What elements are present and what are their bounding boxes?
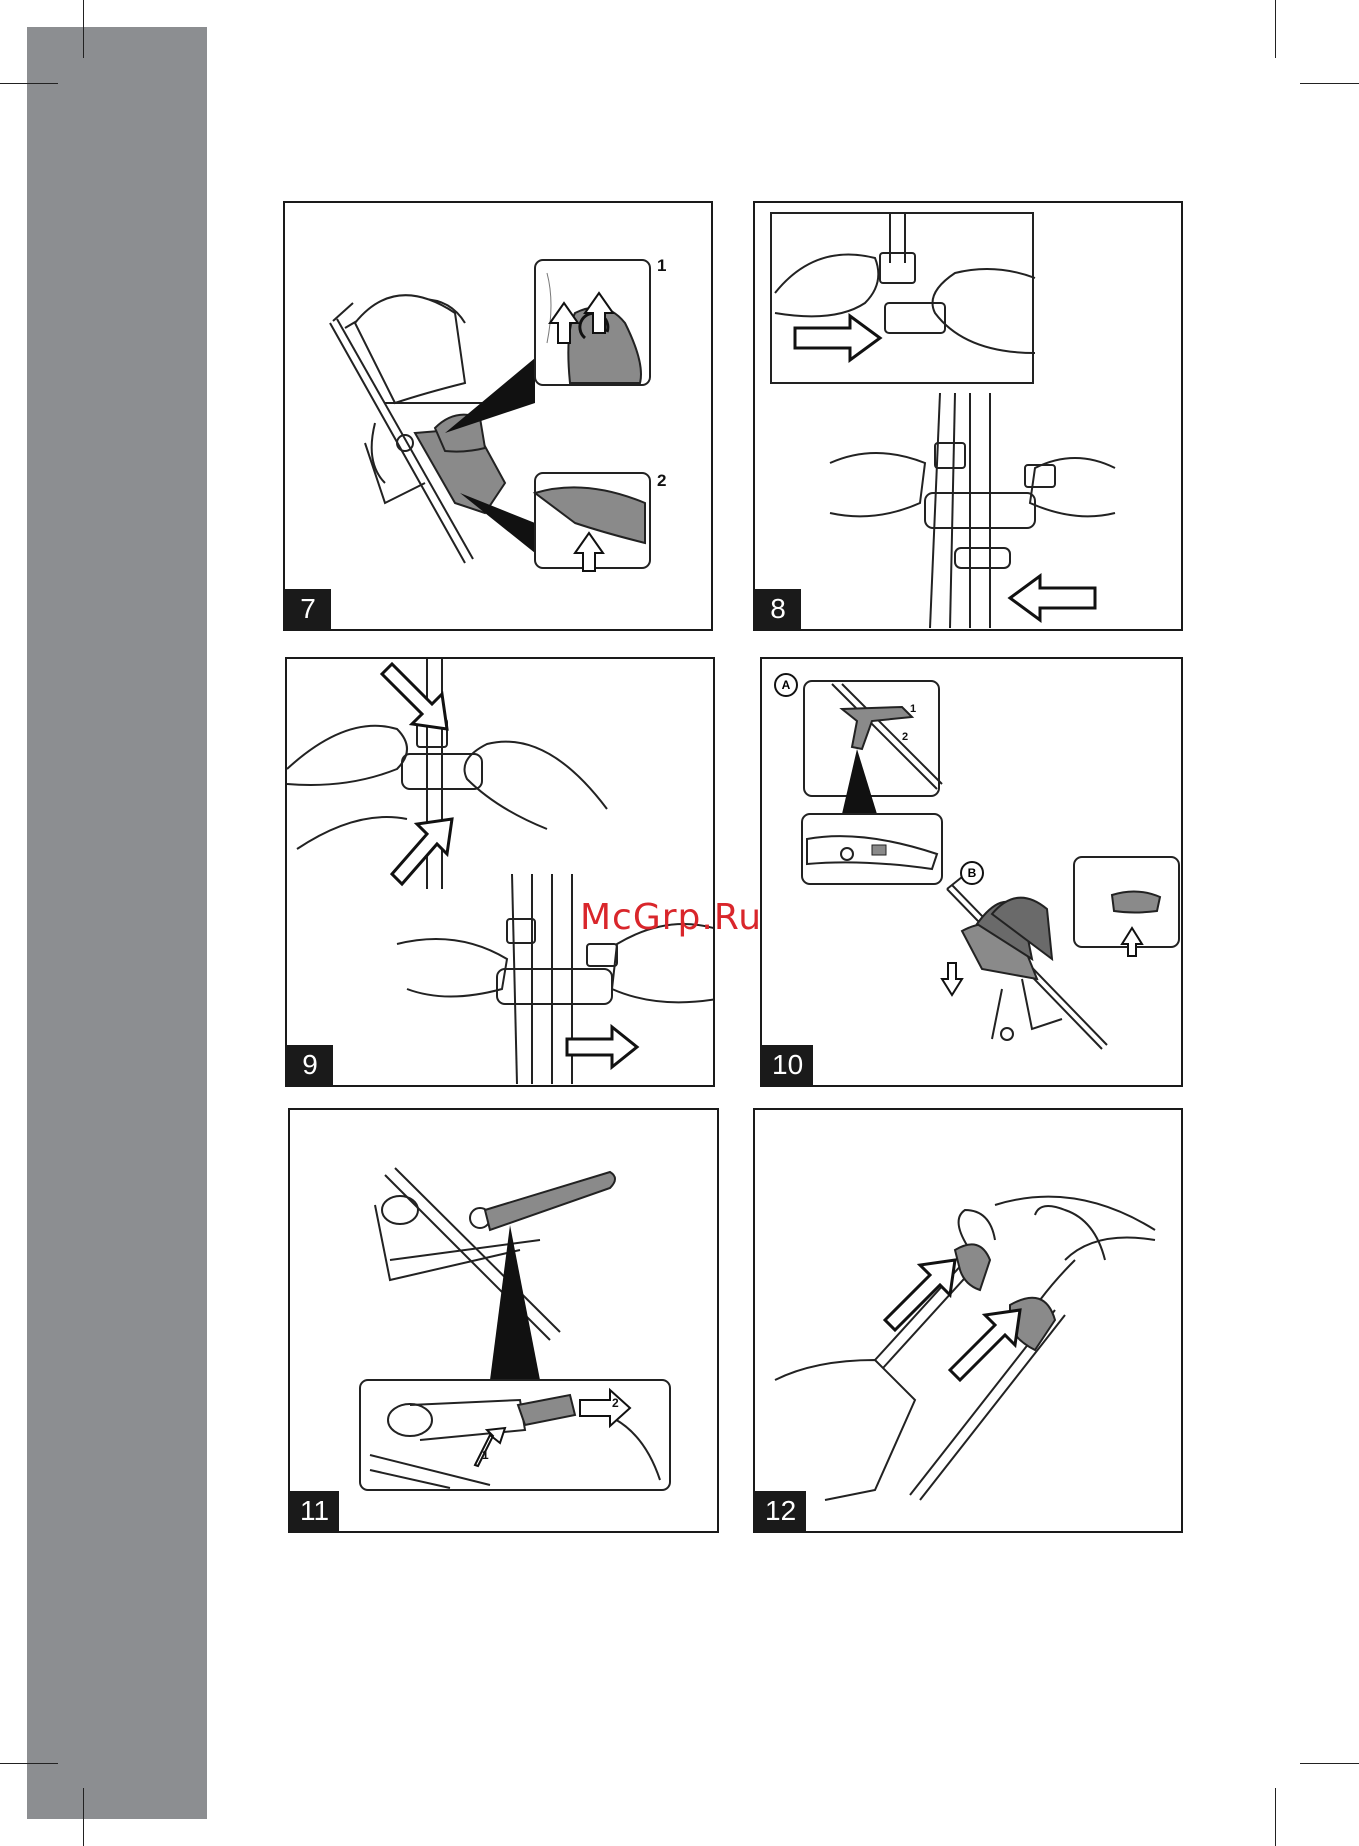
crop-mark bbox=[1300, 1763, 1359, 1764]
callout-2: 2 bbox=[657, 471, 666, 491]
figure-7-panel: 1 2 7 bbox=[283, 201, 713, 631]
figure-9-panel: 9 bbox=[285, 657, 715, 1087]
figure-11-illustration bbox=[290, 1110, 719, 1533]
crop-mark bbox=[1275, 1788, 1276, 1846]
figure-8-illustration bbox=[755, 203, 1183, 631]
figure-number: 9 bbox=[287, 1045, 333, 1085]
side-color-strip bbox=[27, 27, 207, 1819]
figure-number: 7 bbox=[285, 589, 331, 629]
figure-11-panel: 1 2 11 bbox=[288, 1108, 719, 1533]
watermark: McGrp.Ru bbox=[580, 897, 762, 938]
callout-2: 2 bbox=[902, 731, 908, 743]
figure-9-illustration bbox=[287, 659, 715, 1087]
figure-8-panel: 8 bbox=[753, 201, 1183, 631]
crop-mark bbox=[1300, 83, 1359, 84]
figure-12-illustration bbox=[755, 1110, 1183, 1533]
crop-mark bbox=[83, 0, 84, 58]
sub-label-a: A bbox=[774, 673, 798, 697]
figure-number: 11 bbox=[290, 1491, 339, 1531]
figure-number: 12 bbox=[755, 1491, 806, 1531]
figure-number: 10 bbox=[762, 1045, 813, 1085]
figure-7-illustration bbox=[285, 203, 713, 631]
sub-label-b: B bbox=[960, 861, 984, 885]
callout-1: 1 bbox=[910, 703, 916, 715]
crop-mark bbox=[1275, 0, 1276, 58]
callout-1: 1 bbox=[482, 1448, 489, 1462]
callout-2: 2 bbox=[612, 1396, 619, 1410]
callout-1: 1 bbox=[657, 256, 666, 276]
figure-10-panel: A B 1 2 10 bbox=[760, 657, 1183, 1087]
figure-number: 8 bbox=[755, 589, 801, 629]
crop-mark bbox=[0, 83, 58, 84]
crop-mark bbox=[83, 1788, 84, 1846]
crop-mark bbox=[0, 1763, 58, 1764]
figure-12-panel: 12 bbox=[753, 1108, 1183, 1533]
